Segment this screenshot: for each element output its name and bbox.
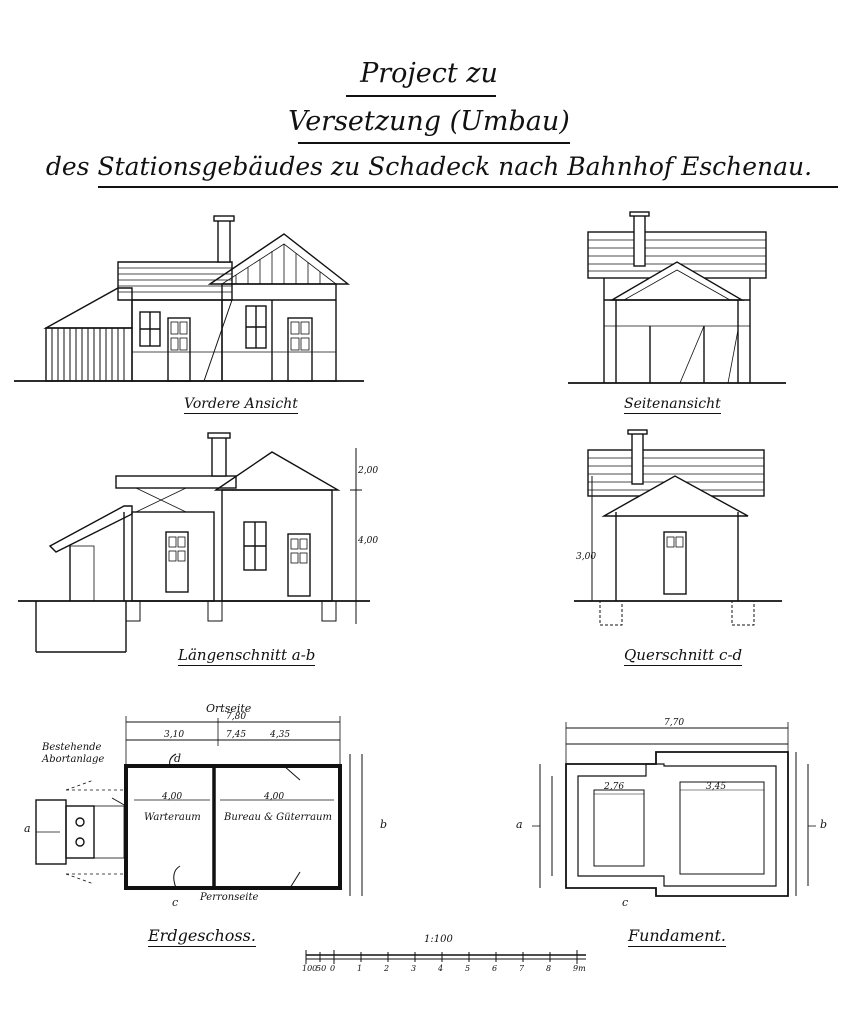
label-bureau: Bureau & Güterraum <box>224 812 332 823</box>
dim-found-a: 2,76 <box>604 782 625 792</box>
caption-foundation: Fundament. <box>628 926 726 947</box>
title-underline-2 <box>298 142 570 144</box>
label-b-foundation: b <box>820 818 828 831</box>
scale-tick-label: 5 <box>465 964 471 973</box>
ground-floor-plan <box>35 716 363 896</box>
caption-ground-floor: Erdgeschoss. <box>148 926 256 947</box>
dim-height-300: 3,00 <box>576 552 597 562</box>
dim-plan-left: 3,10 <box>164 730 185 740</box>
long-section <box>18 432 370 653</box>
scale-label: 1:100 <box>424 934 453 945</box>
title-line-1: Project zu <box>360 58 498 89</box>
dim-room2: 4,00 <box>264 792 285 802</box>
scale-tick-label: 6 <box>492 964 498 973</box>
side-elevation <box>568 211 786 384</box>
label-existing-2: Abortanlage <box>42 754 105 765</box>
dim-height-200: 2,00 <box>358 466 379 476</box>
scale-tick-label: 100 <box>302 964 318 973</box>
scale-tick-label: 9m <box>573 964 586 973</box>
label-ortseite: Ortseite <box>206 702 252 715</box>
scale-tick-label: 7 <box>519 964 525 973</box>
label-d-plan: d <box>174 752 182 765</box>
title-underline-3 <box>98 186 838 188</box>
label-c-plan: c <box>172 896 179 909</box>
label-warteraum: Warteraum <box>144 812 201 823</box>
dim-room1: 4,00 <box>162 792 183 802</box>
cross-section <box>574 429 782 626</box>
scale-tick-label: 3 <box>411 964 417 973</box>
scale-tick-label: 1 <box>357 964 363 973</box>
label-a-foundation: a <box>516 818 523 831</box>
dim-found-b: 3,45 <box>706 782 727 792</box>
scale-tick-label: 0 <box>330 964 336 973</box>
label-b-plan: b <box>380 818 388 831</box>
caption-long-section: Längenschnitt a-b <box>178 646 316 666</box>
front-elevation <box>14 215 364 382</box>
title-line-2: Versetzung (Umbau) <box>288 106 570 137</box>
foundation-plan <box>532 722 816 897</box>
label-existing-1: Bestehende <box>42 742 102 753</box>
title-underline-1 <box>346 95 496 97</box>
scale-bar <box>305 950 586 964</box>
dim-plan-top-total: 7,80 <box>226 712 247 722</box>
label-a-plan: a <box>24 822 31 835</box>
scale-tick-label: 8 <box>546 964 552 973</box>
title-line-3: des Stationsgebäudes zu Schadeck nach Ba… <box>45 152 813 181</box>
caption-side-view: Seitenansicht <box>624 396 721 414</box>
dim-plan-top-inner: 7,45 <box>226 730 247 740</box>
caption-cross-section: Querschnitt c-d <box>624 646 743 666</box>
dim-height-400: 4,00 <box>358 536 379 546</box>
scale-tick-label: 2 <box>384 964 390 973</box>
label-c-foundation: c <box>622 896 629 909</box>
scale-tick-label: 50 <box>316 964 327 973</box>
dim-found-total: 7,70 <box>664 718 685 728</box>
scale-tick-label: 4 <box>438 964 444 973</box>
caption-front-view: Vordere Ansicht <box>184 396 298 414</box>
dim-plan-right: 4,35 <box>270 730 291 740</box>
label-perronseite: Perronseite <box>200 892 259 903</box>
